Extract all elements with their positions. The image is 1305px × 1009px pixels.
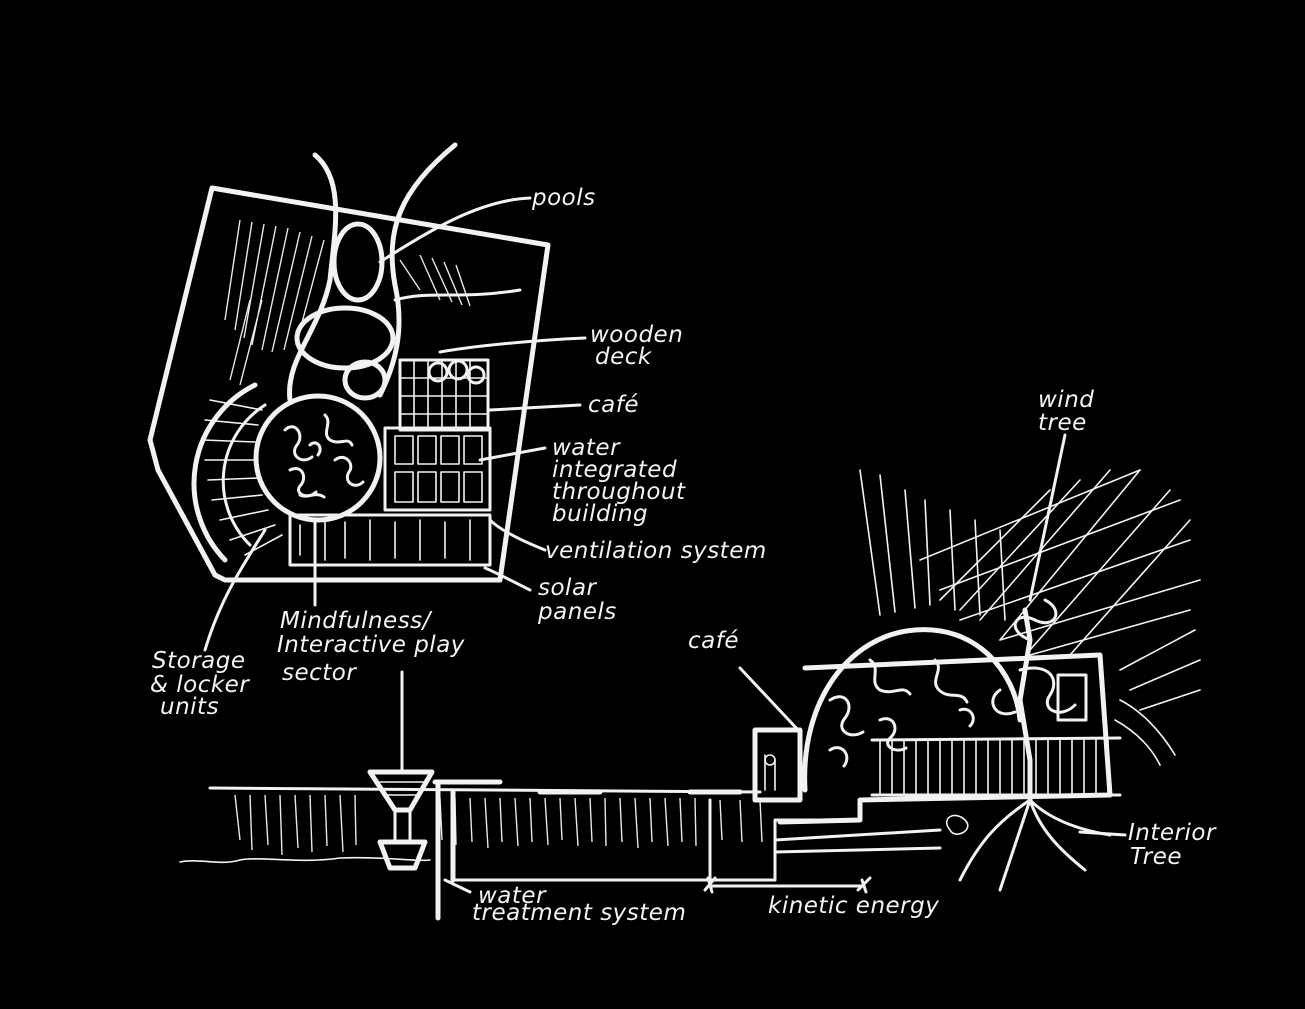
plan-view [150, 145, 585, 650]
label-interior-tree-2: Tree [1130, 844, 1182, 870]
ground-line [210, 788, 760, 792]
label-wooden-deck-2: deck [595, 344, 653, 370]
earth-hatching [235, 795, 762, 855]
mindfulness-circle [256, 396, 380, 520]
plan-cafe-grid [400, 360, 488, 430]
wind-tree-grid [860, 470, 1200, 710]
label-mindfulness-1: Mindfulness/ [280, 608, 433, 634]
label-mindfulness-2: Interactive play [277, 632, 465, 658]
label-interior-tree-1: Interior [1128, 820, 1217, 846]
label-cafe-plan: café [588, 392, 639, 418]
label-solar-1: solar [538, 575, 598, 601]
pool-curve-left [290, 155, 336, 400]
label-storage-1: Storage [152, 648, 246, 674]
water-line [180, 858, 430, 863]
label-water-integrated-4: building [552, 501, 648, 527]
section-cafe [755, 730, 800, 800]
label-ventilation: ventilation system [545, 538, 767, 564]
label-wind-tree-2: tree [1038, 410, 1087, 436]
pool-curve-right [380, 145, 455, 395]
label-water-treatment-2: treatment system [472, 900, 686, 926]
mindfulness-squiggles [285, 415, 363, 497]
pool-middle [297, 308, 393, 368]
pool-top [334, 224, 382, 300]
label-solar-2: panels [537, 599, 617, 625]
kinetic-channel [775, 830, 940, 852]
section-fence [872, 738, 1120, 795]
section-tower [370, 672, 432, 868]
label-mindfulness-3: sector [282, 660, 357, 686]
label-pools: pools [531, 185, 596, 211]
label-kinetic-energy: kinetic energy [768, 893, 939, 919]
plan-water-grid [385, 428, 490, 510]
label-storage-3: units [160, 694, 219, 720]
plan-solar-row [290, 515, 490, 565]
label-cafe-section: café [688, 628, 739, 654]
